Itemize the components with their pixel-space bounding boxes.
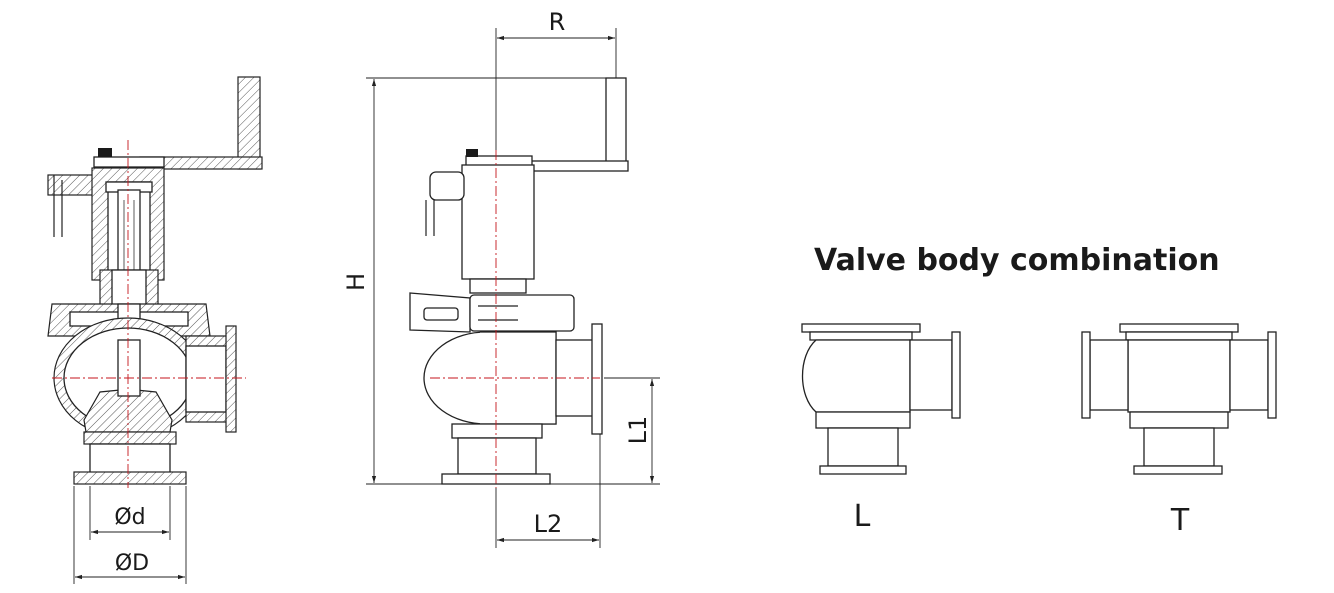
dimension-length-1: L1 xyxy=(604,377,660,483)
dimension-inner-diameter: Ød xyxy=(89,486,171,540)
variant-label-t: T xyxy=(1170,503,1190,538)
dimension-label-length-2: L2 xyxy=(534,510,563,538)
dimension-label-length-1: L1 xyxy=(624,416,652,445)
dimension-label-inner-diameter: Ød xyxy=(114,505,145,530)
side-view xyxy=(409,77,629,488)
dimension-label-height: H xyxy=(342,273,370,291)
dimension-handle-reach: R xyxy=(495,8,617,150)
dimension-label-outer-diameter: ØD xyxy=(115,551,149,576)
dimension-height: H xyxy=(342,77,660,485)
dimension-length-2: L2 xyxy=(495,434,601,548)
dimension-label-handle-reach: R xyxy=(549,8,566,36)
variant-label-l: L xyxy=(854,499,871,534)
section-view xyxy=(47,76,263,488)
valve-body-l: L xyxy=(801,323,961,534)
valve-body-t: T xyxy=(1081,323,1277,538)
dimension-outer-diameter: ØD xyxy=(73,486,187,584)
combination-heading: Valve body combination xyxy=(814,243,1220,278)
